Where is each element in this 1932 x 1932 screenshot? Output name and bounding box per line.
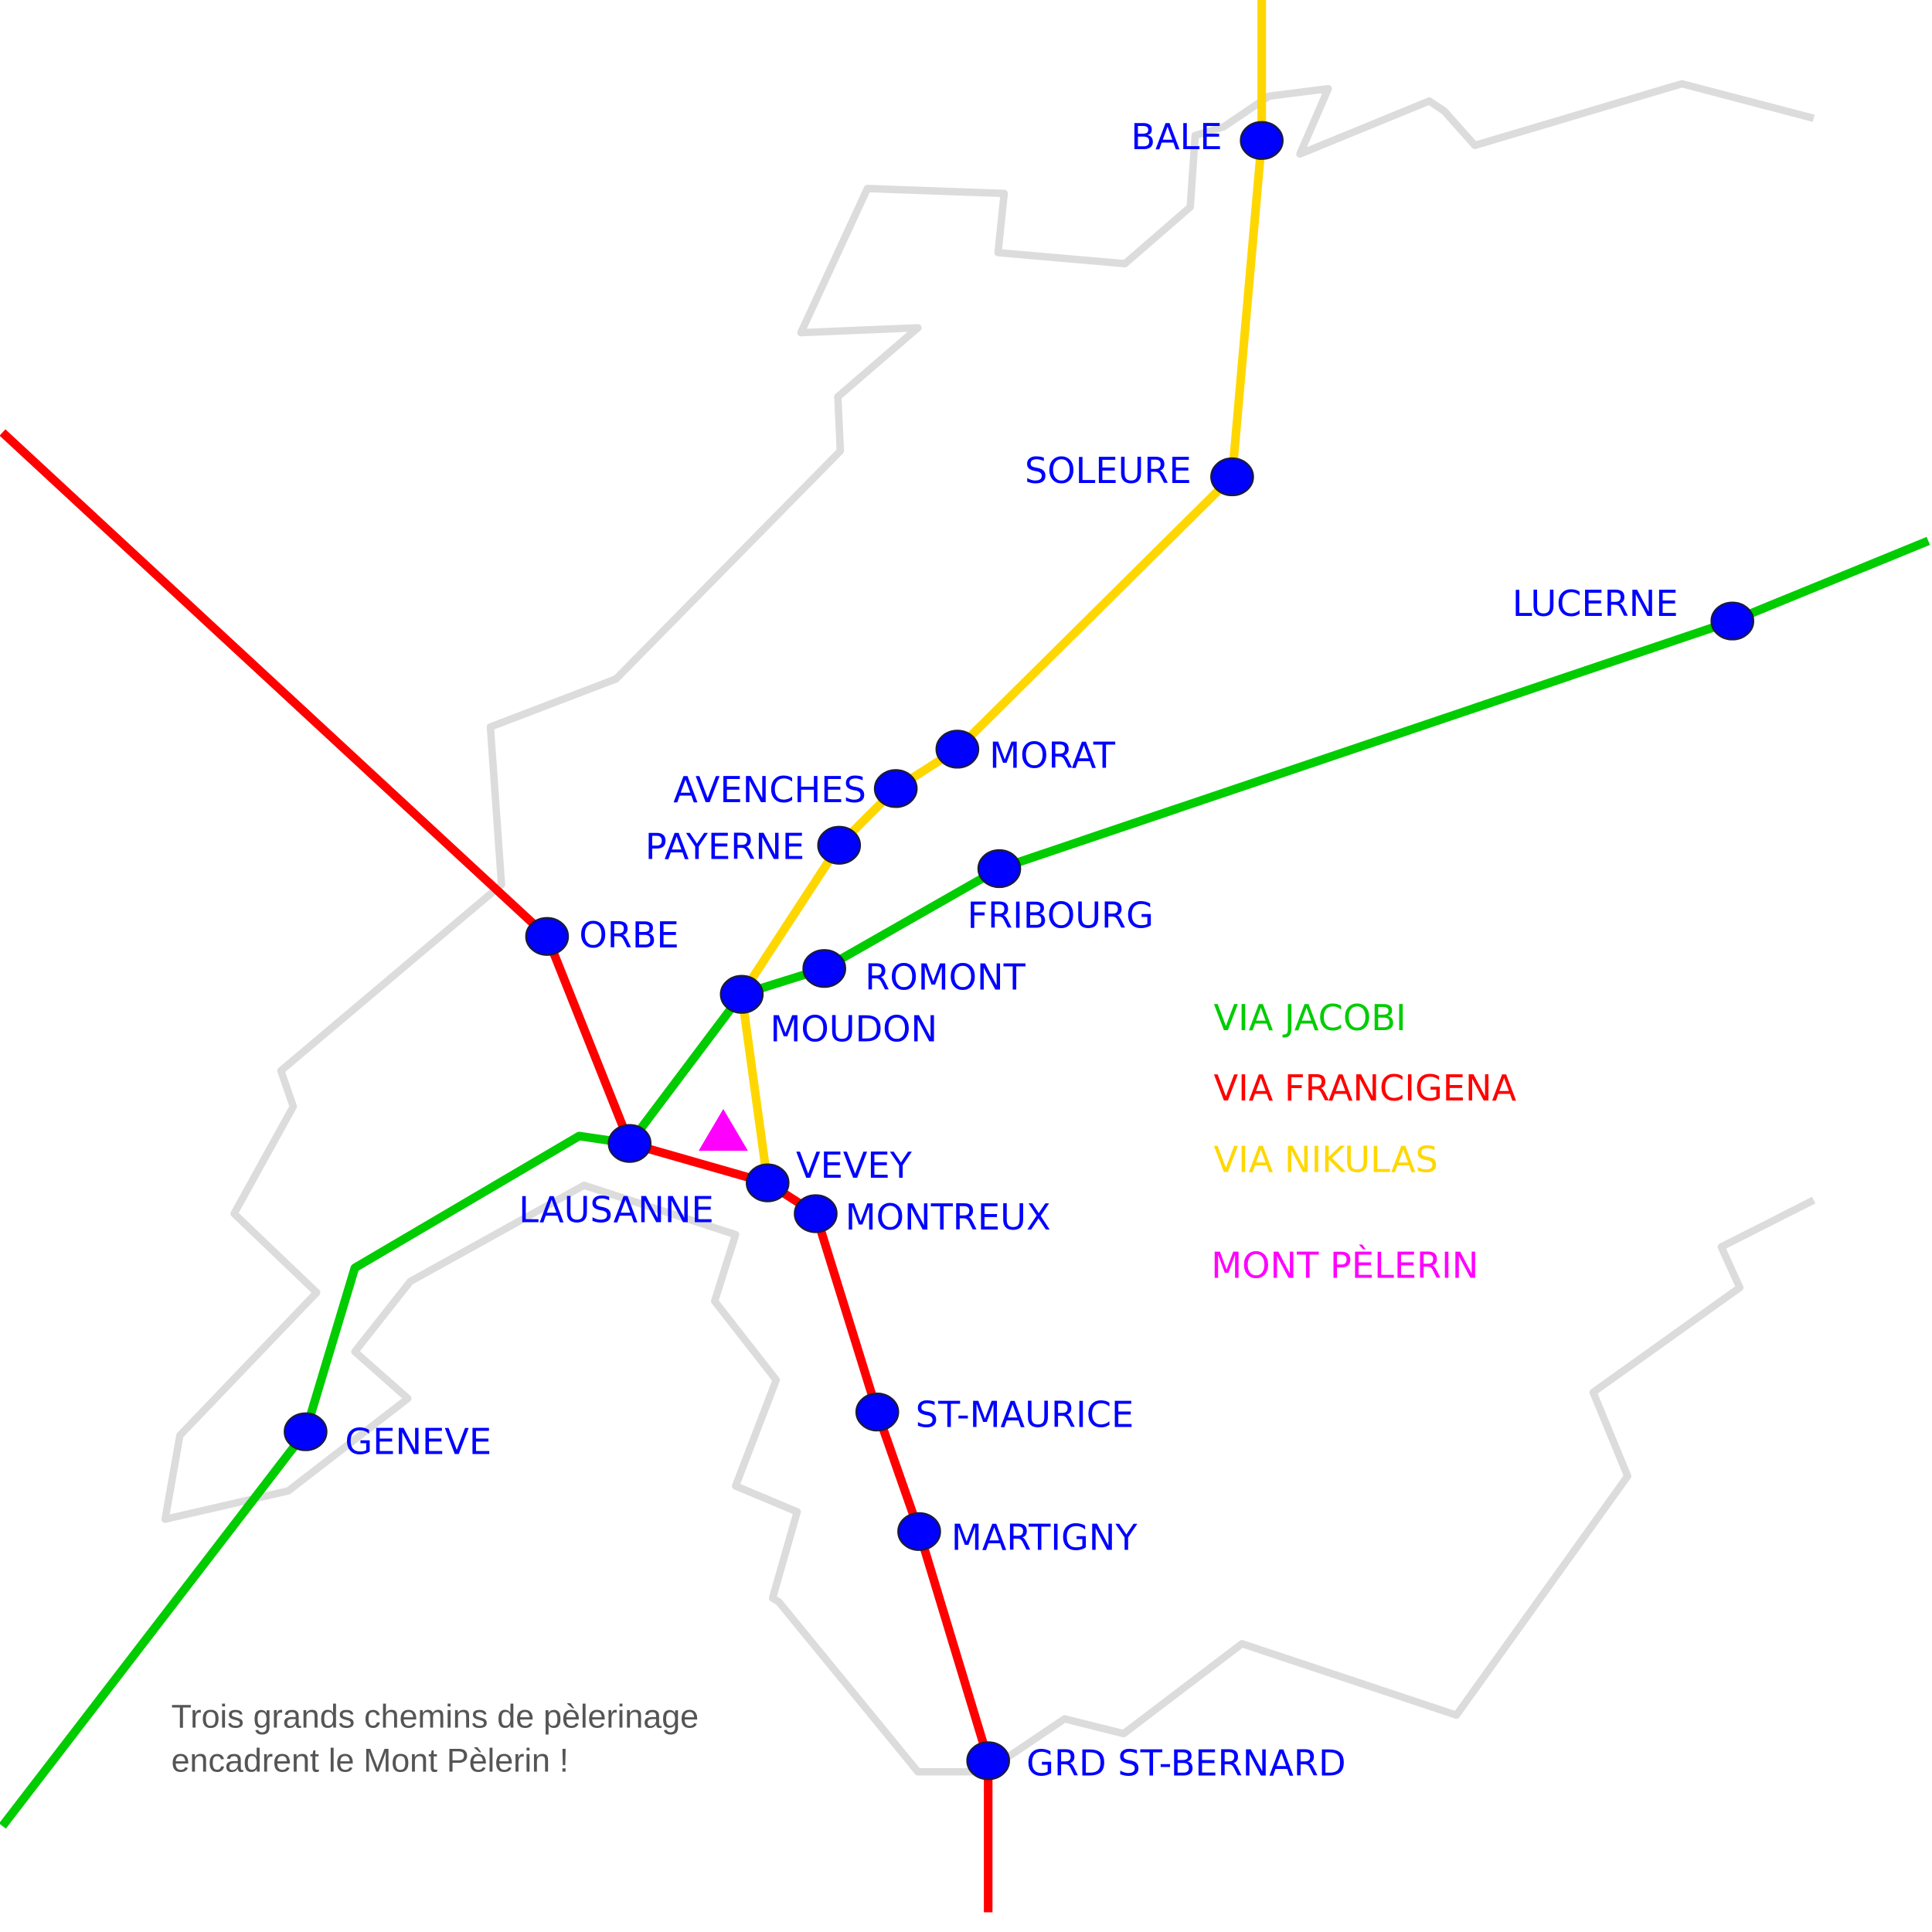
caption-line-1: Trois grands chemins de pèlerinage xyxy=(172,1698,699,1735)
legend-via-francigena: VIA FRANCIGENA xyxy=(1213,1067,1516,1109)
label-grd-st-bernard: GRD ST-BERNARD xyxy=(1026,1743,1346,1784)
label-lausanne: LAUSANNE xyxy=(519,1189,713,1231)
station-montreux[interactable] xyxy=(794,1194,838,1233)
station-lausanne[interactable] xyxy=(607,1124,652,1163)
label-bale: BALE xyxy=(1131,116,1222,158)
via-jacobi-route xyxy=(0,536,1930,1829)
label-lucerne: LUCERNE xyxy=(1512,583,1679,624)
via-nikulas-route xyxy=(737,0,1267,1184)
label-fribourg: FRIBOURG xyxy=(968,895,1154,937)
label-martigny: MARTIGNY xyxy=(951,1517,1138,1559)
station-st-maurice[interactable] xyxy=(855,1393,900,1432)
label-moudon: MOUDON xyxy=(770,1008,937,1049)
label-avenches: AVENCHES xyxy=(673,769,866,811)
station-lucerne[interactable] xyxy=(1710,601,1755,641)
label-vevey: VEVEY xyxy=(796,1145,913,1186)
legend: VIA JACOBI VIA FRANCIGENA VIA NIKULAS MO… xyxy=(1211,997,1516,1286)
station-grd-st-bernard[interactable] xyxy=(966,1741,1010,1781)
label-morat: MORAT xyxy=(989,734,1116,776)
station-fribourg[interactable] xyxy=(977,849,1022,889)
legend-mont-pelerin: MONT PÈLERIN xyxy=(1211,1244,1478,1286)
station-payerne[interactable] xyxy=(817,825,862,865)
stations xyxy=(284,121,1755,1781)
station-orbe[interactable] xyxy=(525,917,570,956)
station-morat[interactable] xyxy=(935,730,980,769)
caption: Trois grands chemins de pèlerinage encad… xyxy=(172,1698,699,1779)
label-st-maurice: ST-MAURICE xyxy=(916,1393,1134,1435)
label-payerne: PAYERNE xyxy=(645,825,804,867)
label-soleure: SOLEURE xyxy=(1025,450,1192,492)
mont-pelerin-marker xyxy=(699,1108,748,1151)
station-geneve[interactable] xyxy=(284,1412,328,1451)
station-bale[interactable] xyxy=(1240,121,1284,160)
label-orbe: ORBE xyxy=(579,914,679,956)
station-vevey[interactable] xyxy=(746,1163,790,1202)
station-moudon[interactable] xyxy=(719,975,764,1014)
legend-via-jacobi: VIA JACOBI xyxy=(1213,997,1406,1039)
switzerland-border xyxy=(161,80,1816,1776)
label-geneve: GENEVE xyxy=(345,1420,492,1462)
station-romont[interactable] xyxy=(802,949,846,988)
station-labels: BALE SOLEURE LUCERNE MORAT AVENCHES PAYE… xyxy=(345,116,1678,1784)
legend-via-nikulas: VIA NIKULAS xyxy=(1213,1138,1437,1180)
label-romont: ROMONT xyxy=(865,956,1026,998)
label-montreux: MONTREUX xyxy=(845,1196,1051,1238)
station-martigny[interactable] xyxy=(897,1512,941,1551)
caption-line-2: encadrent le Mont Pèlerin ! xyxy=(172,1743,569,1780)
station-avenches[interactable] xyxy=(873,769,918,808)
station-soleure[interactable] xyxy=(1210,457,1254,497)
